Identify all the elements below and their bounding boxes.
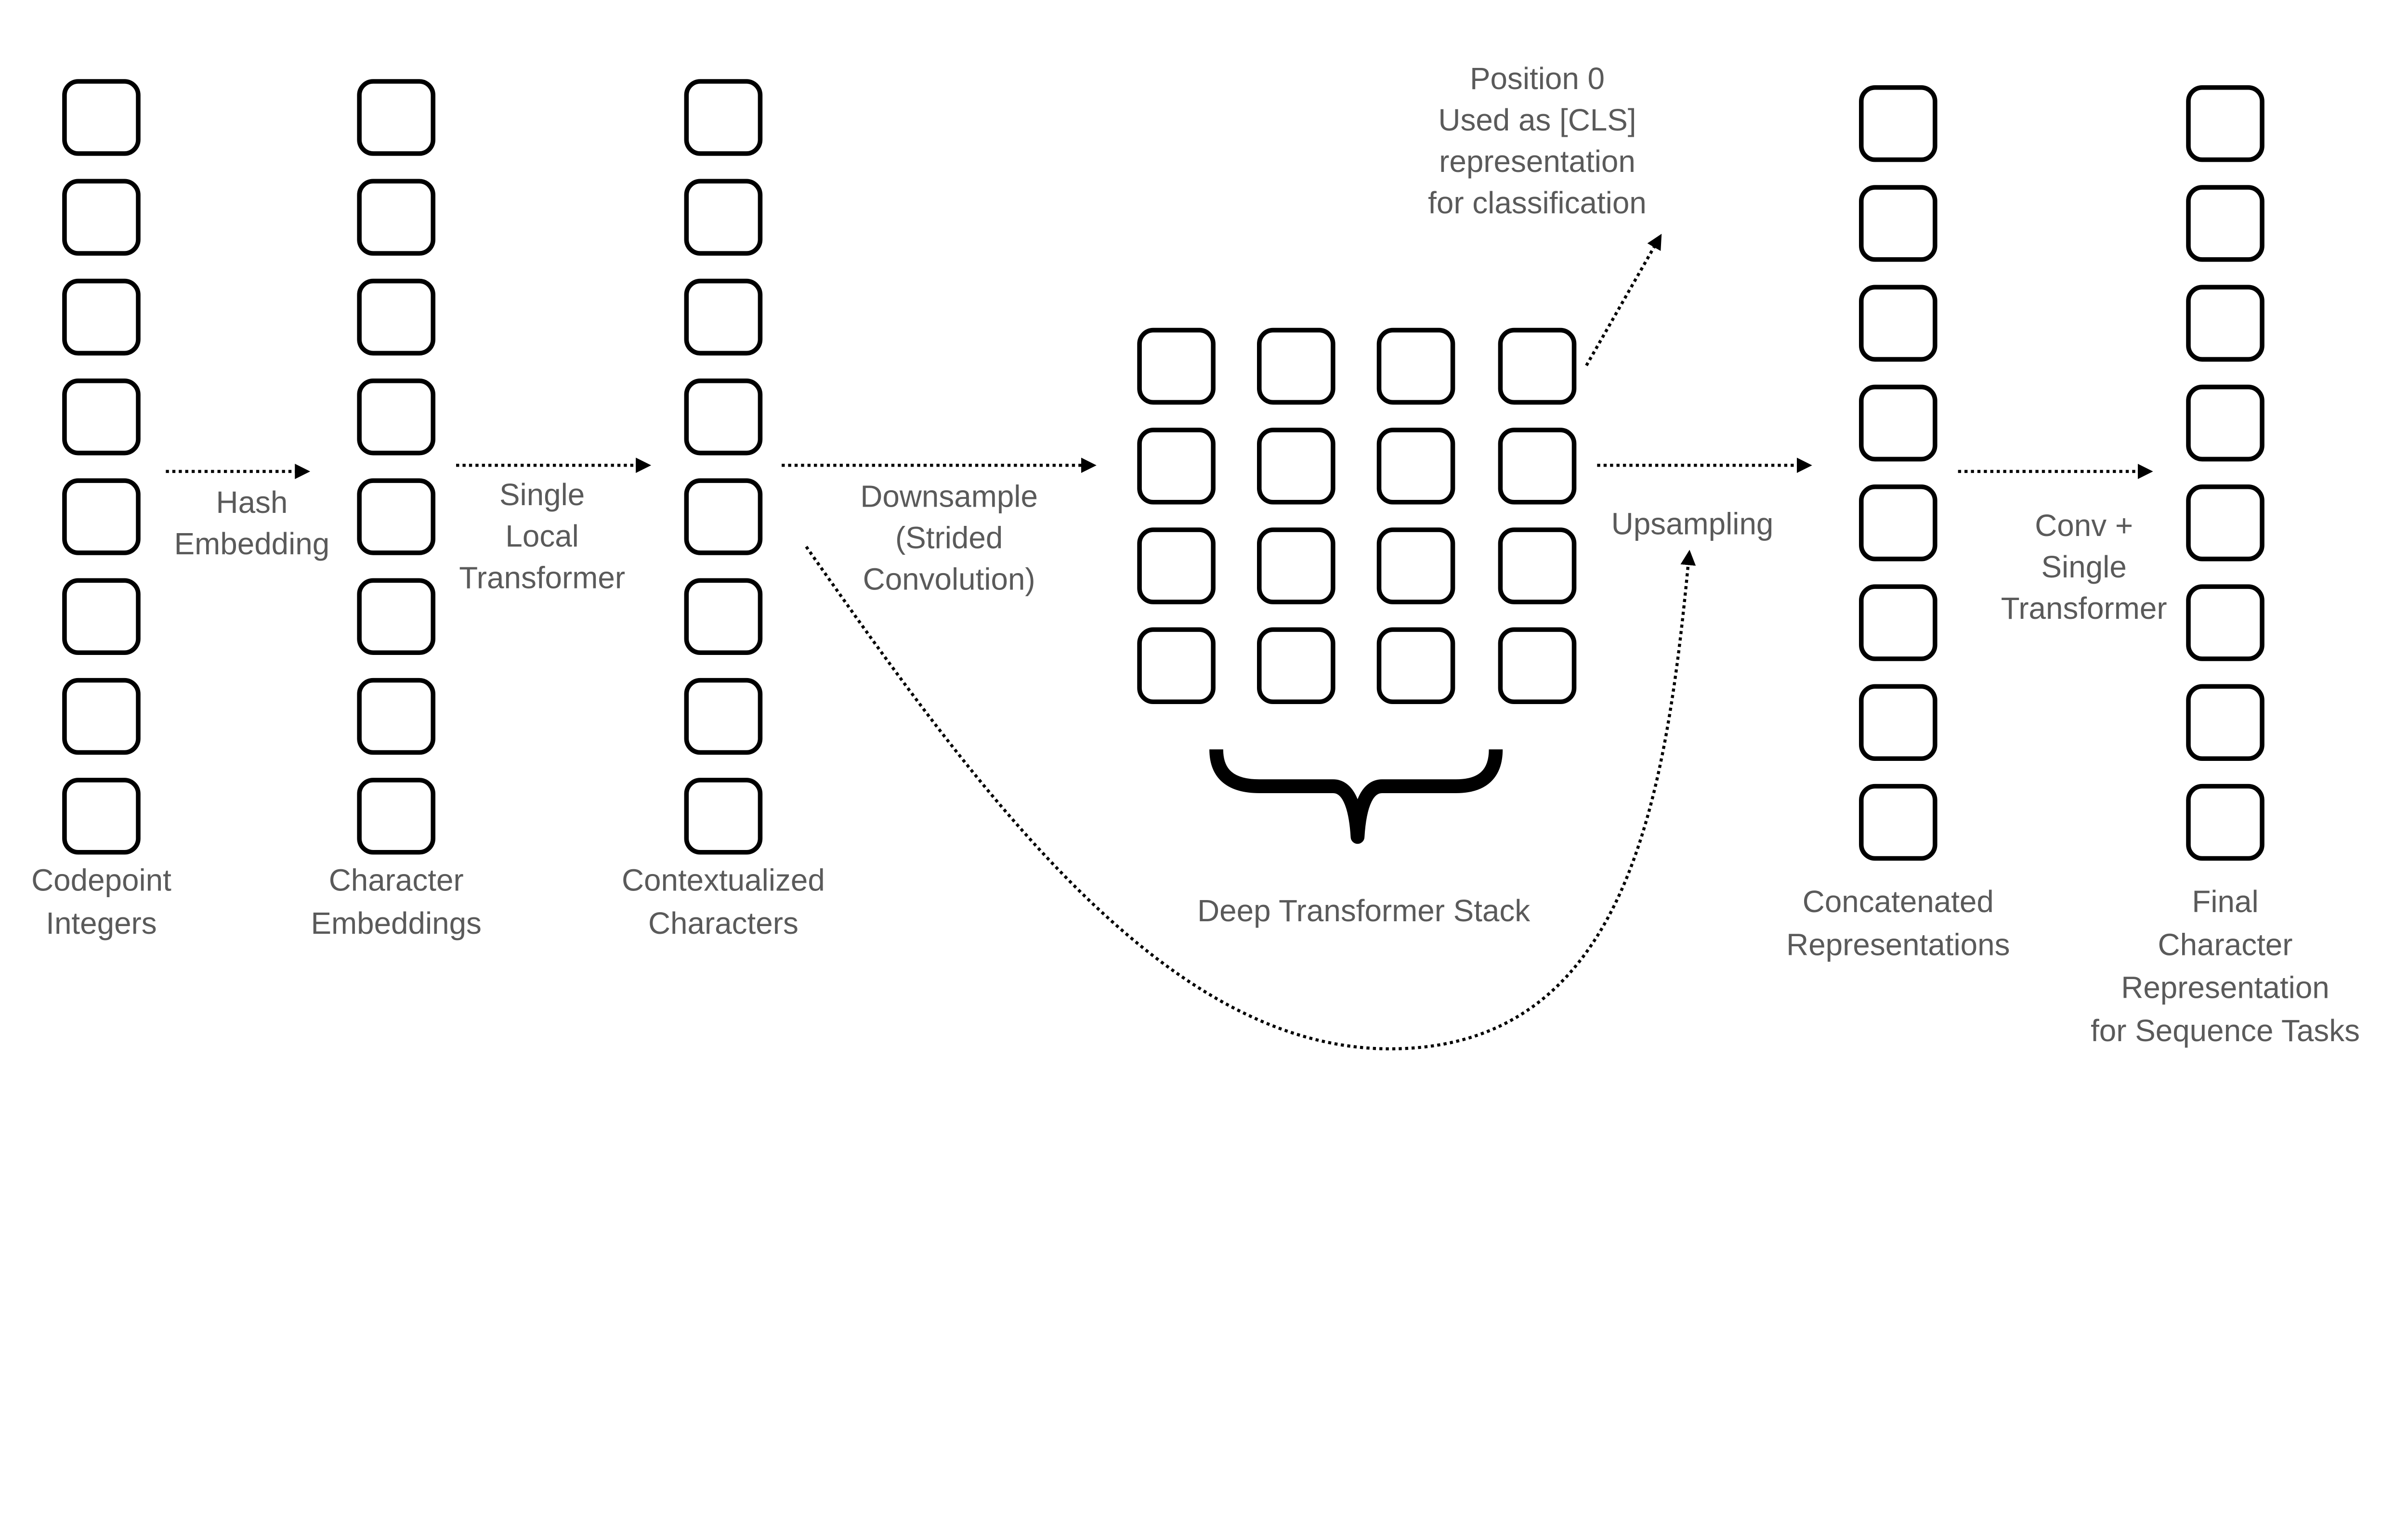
transformer-cell xyxy=(1498,327,1577,405)
grid-label: Deep Transformer Stack xyxy=(1197,893,1530,928)
embedding-cell xyxy=(2186,784,2264,861)
embedding-cell xyxy=(357,79,436,156)
embedding-cell xyxy=(1859,484,1937,562)
embedding-cell xyxy=(1859,584,1937,661)
edge-label: Local xyxy=(505,519,578,553)
embedding-cell xyxy=(684,678,763,755)
embedding-cell xyxy=(62,578,141,655)
embedding-cell xyxy=(2186,85,2264,162)
embedding-cell xyxy=(357,179,436,256)
embedding-cell xyxy=(684,179,763,256)
transformer-cell xyxy=(1137,428,1216,505)
embedding-cell xyxy=(62,179,141,256)
cls-note: for classification xyxy=(1428,185,1647,220)
column-label: Concatenated xyxy=(1803,884,1994,919)
column-label: Contextualized xyxy=(622,863,825,897)
embedding-cell xyxy=(62,778,141,855)
edge-label: Single xyxy=(2042,549,2127,584)
embedding-cell xyxy=(357,278,436,356)
column-label: Representation xyxy=(2121,970,2329,1005)
edge-label: Conv + xyxy=(2035,508,2133,543)
embedding-cell xyxy=(684,79,763,156)
embedding-cell xyxy=(1859,85,1937,162)
edge-label: (Strided xyxy=(895,520,1003,555)
column-label: Characters xyxy=(648,906,798,941)
embedding-cell xyxy=(2186,384,2264,462)
embedding-cell xyxy=(357,578,436,655)
embedding-cell xyxy=(1859,285,1937,362)
embedding-cell xyxy=(2186,684,2264,761)
cls-arrow xyxy=(1585,234,1662,366)
embedding-cell xyxy=(1859,384,1937,462)
column-label: Integers xyxy=(46,906,157,941)
embedding-cell xyxy=(1859,684,1937,761)
embedding-cell xyxy=(62,79,141,156)
embedding-cell xyxy=(62,478,141,555)
embedding-cell xyxy=(2186,185,2264,262)
transformer-cell xyxy=(1257,627,1335,705)
transformer-cell xyxy=(1257,527,1335,604)
embedding-cell xyxy=(357,778,436,855)
transformer-cell xyxy=(1257,327,1335,405)
embedding-cell xyxy=(1859,784,1937,861)
transformer-cell xyxy=(1498,527,1577,604)
column-label: Representations xyxy=(1786,927,2010,962)
column-label: Codepoint xyxy=(31,863,171,897)
cls-note: Used as [CLS] xyxy=(1438,103,1636,137)
embedding-cell xyxy=(357,478,436,555)
cls-note: Position 0 xyxy=(1470,61,1605,96)
edge-label: Downsample xyxy=(860,479,1038,513)
embedding-cell xyxy=(2186,584,2264,661)
transformer-cell xyxy=(1498,428,1577,505)
column-label: Character xyxy=(329,863,464,897)
transformer-cell xyxy=(1137,527,1216,604)
edge-label: Single xyxy=(499,477,585,512)
edge-label: Transformer xyxy=(459,560,625,595)
embedding-cell xyxy=(2186,484,2264,562)
embedding-cell xyxy=(62,379,141,456)
transformer-cell xyxy=(1376,327,1455,405)
edge-label: Hash xyxy=(216,485,288,520)
column-label: Final xyxy=(2192,884,2258,919)
edge-label: Convolution) xyxy=(863,562,1035,596)
embedding-cell xyxy=(684,278,763,356)
embedding-cell xyxy=(2186,285,2264,362)
embedding-cell xyxy=(357,678,436,755)
cls-note: representation xyxy=(1439,144,1636,179)
edge-label: Upsampling xyxy=(1611,507,1774,541)
transformer-cell xyxy=(1137,627,1216,705)
canine-architecture-diagram: CodepointIntegersCharacterEmbeddingsCont… xyxy=(31,61,2360,1051)
transformer-cell xyxy=(1257,428,1335,505)
edge-label: Transformer xyxy=(2001,591,2167,626)
transformer-cell xyxy=(1376,527,1455,604)
embedding-cell xyxy=(684,379,763,456)
transformer-cell xyxy=(1376,627,1455,705)
curly-brace xyxy=(1209,749,1503,844)
column-label: Embeddings xyxy=(311,906,481,941)
column-label: for Sequence Tasks xyxy=(2091,1013,2360,1048)
embedding-cell xyxy=(684,478,763,555)
embedding-cell xyxy=(62,278,141,356)
column-label: Character xyxy=(2158,927,2293,962)
transformer-cell xyxy=(1137,327,1216,405)
transformer-cell xyxy=(1498,627,1577,705)
embedding-cell xyxy=(684,778,763,855)
embedding-cell xyxy=(684,578,763,655)
transformer-cell xyxy=(1376,428,1455,505)
embedding-cell xyxy=(1859,185,1937,262)
edge-label: Embedding xyxy=(174,526,330,561)
skip-connection-arrow xyxy=(805,546,1696,1051)
embedding-cell xyxy=(62,678,141,755)
embedding-cell xyxy=(357,379,436,456)
